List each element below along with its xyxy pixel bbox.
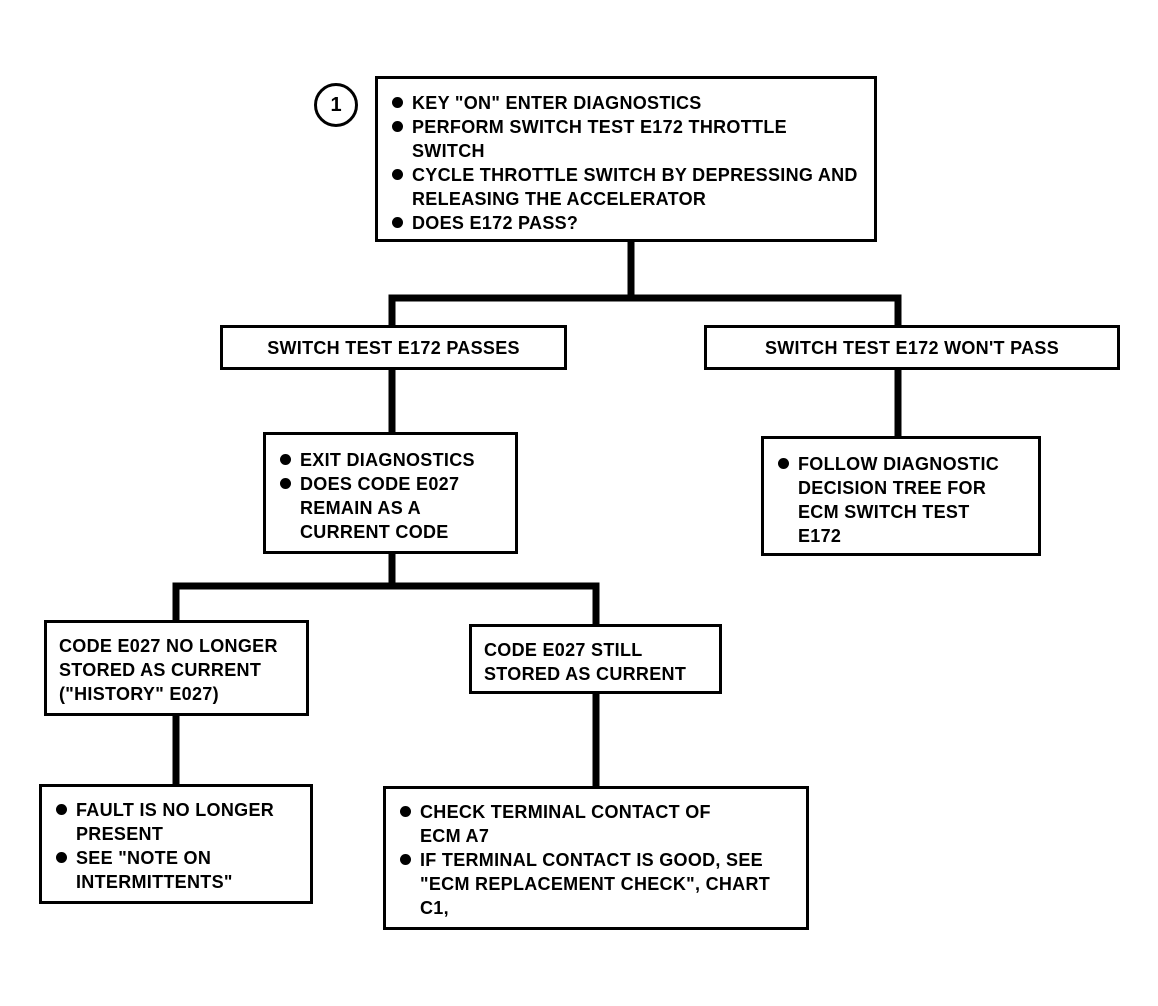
fail-label: SWITCH TEST E172 WON'T PASS bbox=[764, 337, 1060, 358]
current-actions-list: CHECK TERMINAL CONTACT OF ECM A7 IF TERM… bbox=[396, 800, 796, 920]
current-actions-box: CHECK TERMINAL CONTACT OF ECM A7 IF TERM… bbox=[383, 786, 809, 930]
history-actions-box: FAULT IS NO LONGER PRESENT SEE "NOTE ON … bbox=[39, 784, 313, 904]
fail-label-box: SWITCH TEST E172 WON'T PASS bbox=[704, 325, 1120, 370]
current-action-item: IF TERMINAL CONTACT IS GOOD, SEE "ECM RE… bbox=[396, 848, 796, 920]
step-number-label: 1 bbox=[330, 93, 342, 116]
history-label-box: CODE E027 NO LONGER STORED AS CURRENT ("… bbox=[44, 620, 309, 716]
pass-action-item: DOES CODE E027 REMAIN AS A CURRENT CODE bbox=[276, 472, 505, 544]
pass-actions-list: EXIT DIAGNOSTICS DOES CODE E027 REMAIN A… bbox=[276, 448, 505, 544]
current-label: CODE E027 STILL STORED AS CURRENT bbox=[484, 640, 687, 684]
start-item: PERFORM SWITCH TEST E172 THROTTLE SWITCH bbox=[388, 115, 864, 163]
current-action-item: CHECK TERMINAL CONTACT OF ECM A7 bbox=[396, 800, 796, 848]
pass-label-box: SWITCH TEST E172 PASSES bbox=[220, 325, 567, 370]
fail-actions-box: FOLLOW DIAGNOSTIC DECISION TREE FOR ECM … bbox=[761, 436, 1041, 556]
history-action-item: SEE "NOTE ON INTERMITTENTS" bbox=[52, 846, 300, 894]
start-list: KEY "ON" ENTER DIAGNOSTICS PERFORM SWITC… bbox=[388, 91, 864, 235]
pass-action-item: EXIT DIAGNOSTICS bbox=[276, 448, 505, 472]
current-label-box: CODE E027 STILL STORED AS CURRENT bbox=[469, 624, 722, 694]
start-item: KEY "ON" ENTER DIAGNOSTICS bbox=[388, 91, 864, 115]
pass-actions-box: EXIT DIAGNOSTICS DOES CODE E027 REMAIN A… bbox=[263, 432, 518, 554]
start-item: DOES E172 PASS? bbox=[388, 211, 864, 235]
fail-actions-list: FOLLOW DIAGNOSTIC DECISION TREE FOR ECM … bbox=[774, 452, 1028, 548]
pass-label: SWITCH TEST E172 PASSES bbox=[267, 337, 520, 358]
start-box: KEY "ON" ENTER DIAGNOSTICS PERFORM SWITC… bbox=[375, 76, 877, 242]
start-item: CYCLE THROTTLE SWITCH BY DEPRESSING AND … bbox=[388, 163, 864, 211]
history-label: CODE E027 NO LONGER STORED AS CURRENT ("… bbox=[59, 636, 278, 704]
history-action-item: FAULT IS NO LONGER PRESENT bbox=[52, 798, 300, 846]
history-actions-list: FAULT IS NO LONGER PRESENT SEE "NOTE ON … bbox=[52, 798, 300, 894]
step-number-badge: 1 bbox=[314, 83, 358, 127]
fail-action-item: FOLLOW DIAGNOSTIC DECISION TREE FOR ECM … bbox=[774, 452, 1028, 548]
